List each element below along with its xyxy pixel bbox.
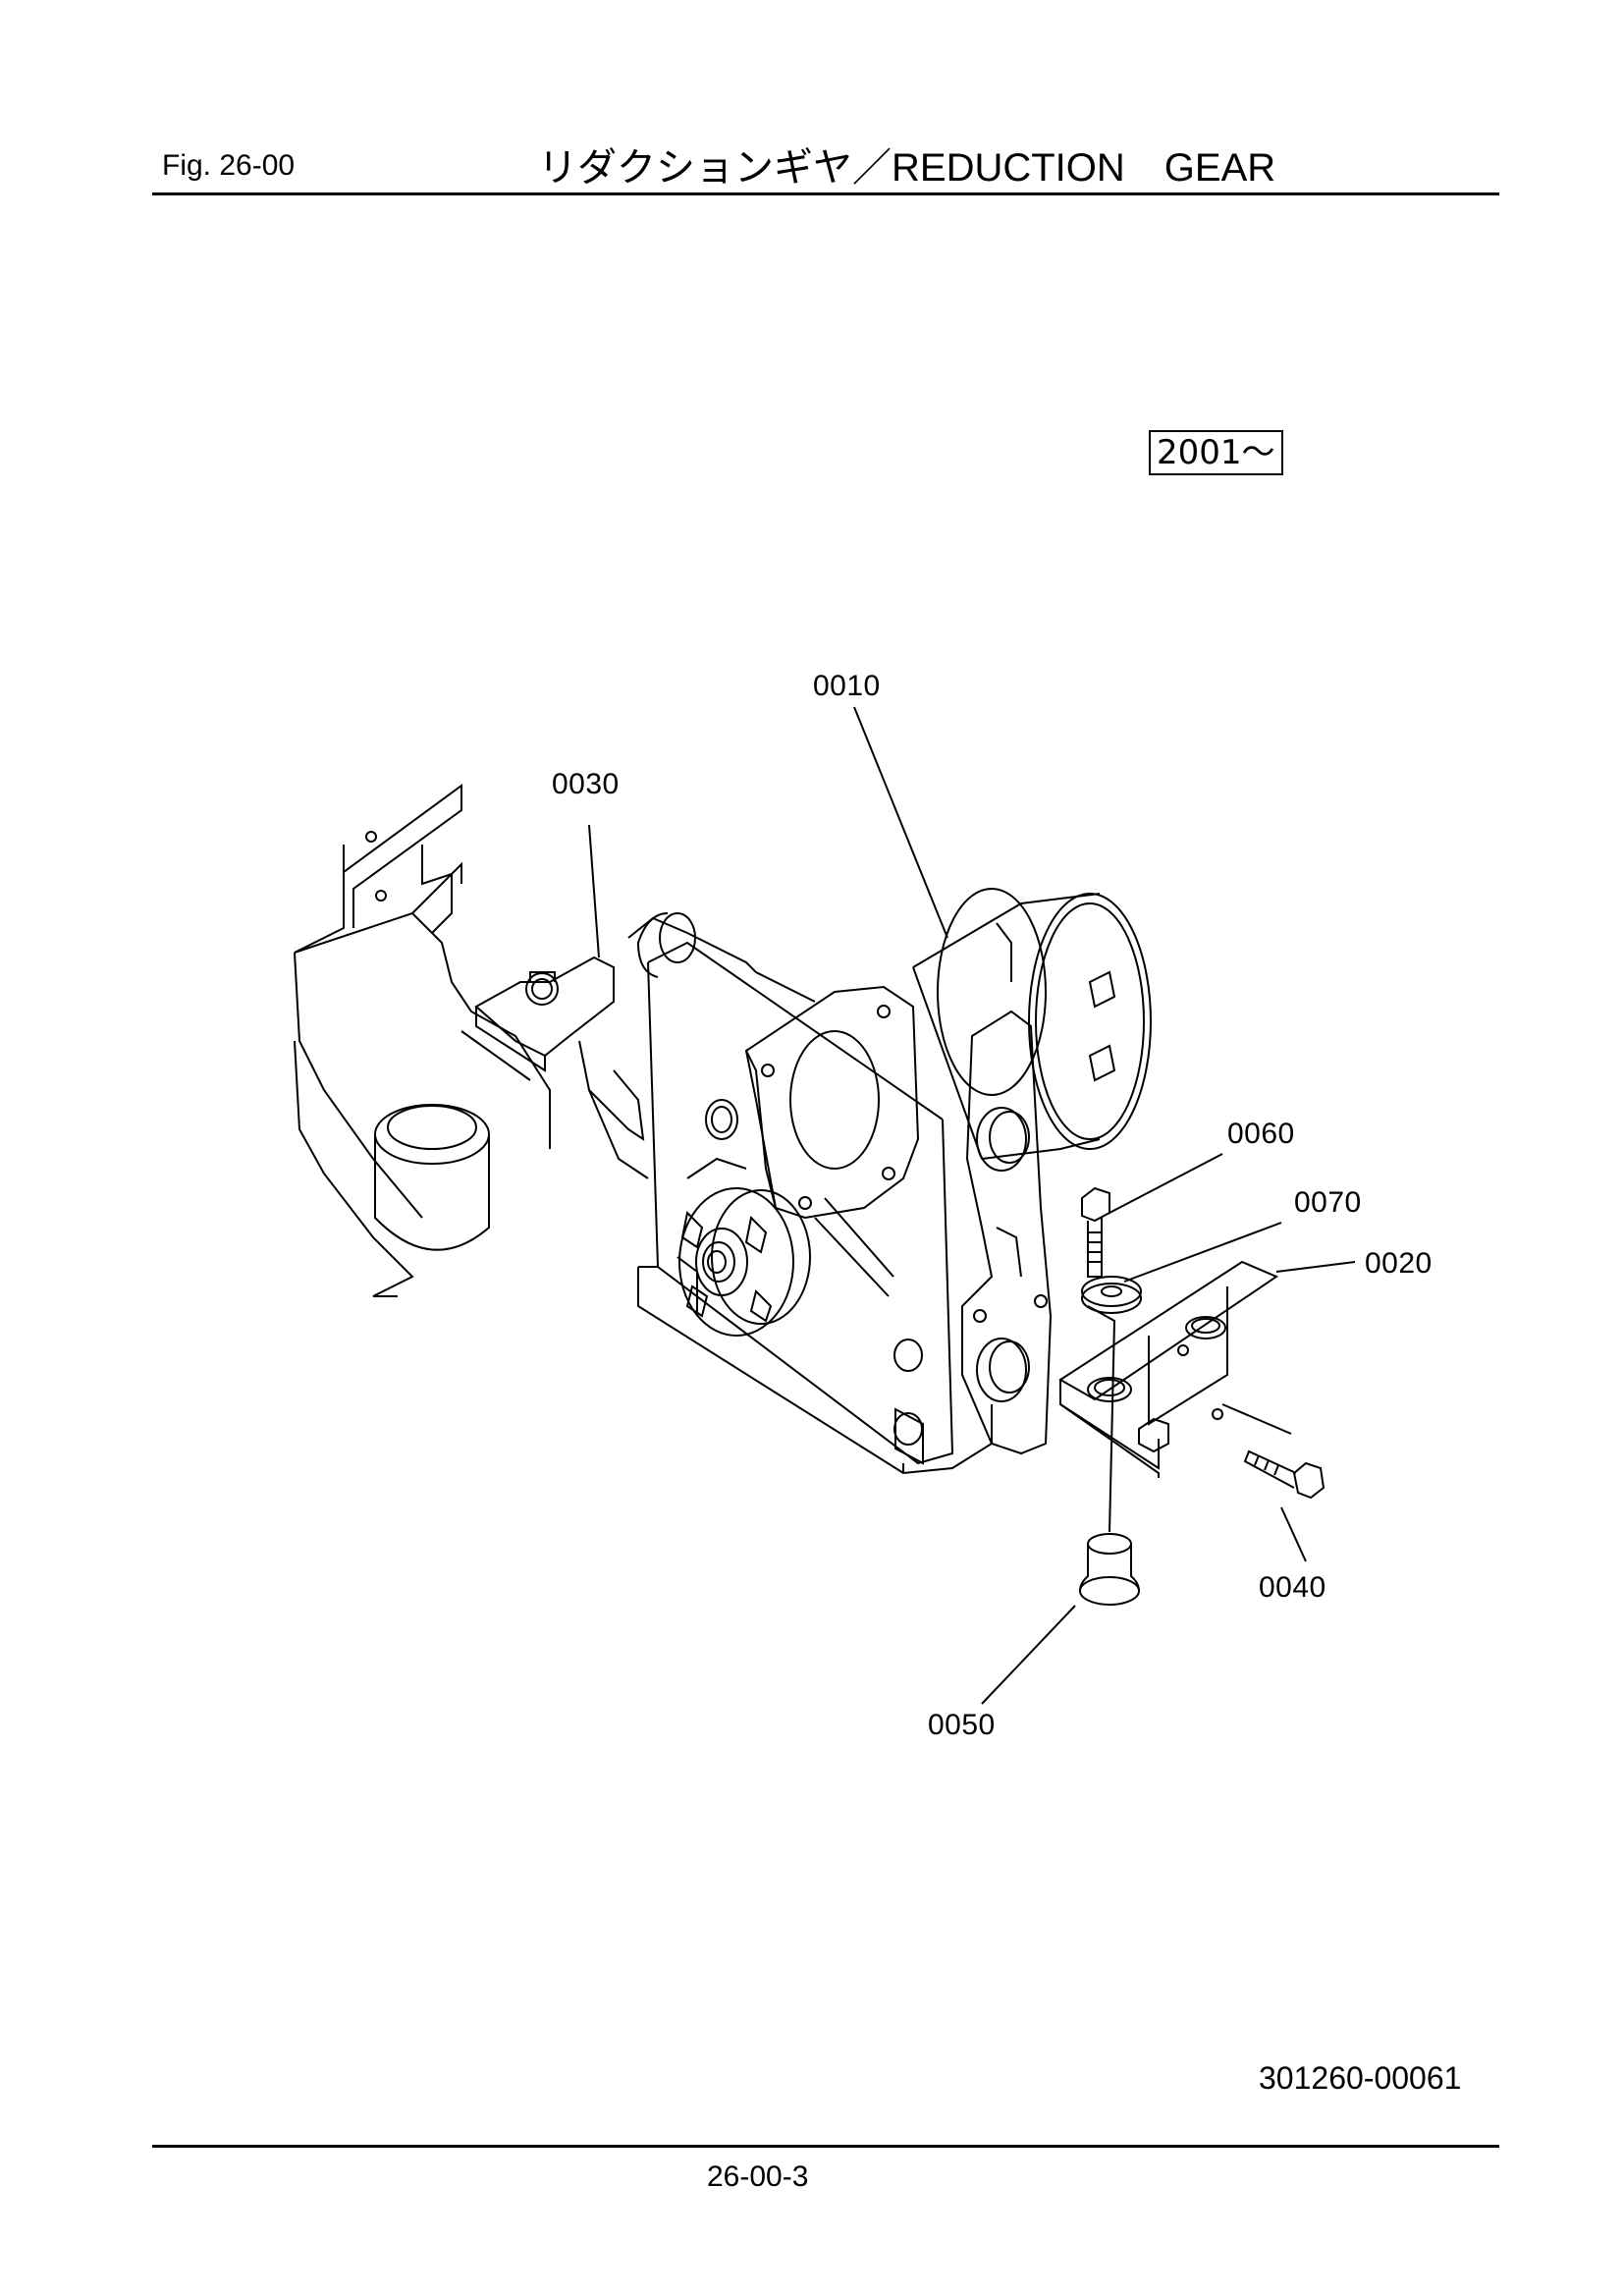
support-bracket xyxy=(1060,1262,1276,1478)
bolt-0060 xyxy=(1082,1188,1109,1277)
side-mount xyxy=(962,1011,1051,1453)
leader-lines xyxy=(589,707,1355,1704)
callout-0050: 0050 xyxy=(928,1709,996,1741)
assembly-guides xyxy=(1088,1306,1291,1532)
collar-0050 xyxy=(1080,1534,1139,1605)
frame-bracket xyxy=(295,786,550,1296)
page-title: リダクションギヤ／REDUCTION GEAR xyxy=(538,146,1276,190)
bolt-0040 xyxy=(1245,1451,1324,1498)
link-arm xyxy=(476,957,648,1178)
callout-0010: 0010 xyxy=(813,670,881,702)
callout-0020: 0020 xyxy=(1365,1247,1433,1280)
footer-divider xyxy=(152,2145,1499,2148)
callout-0070: 0070 xyxy=(1294,1186,1362,1219)
page-number: 26-00-3 xyxy=(707,2160,809,2193)
washer-0070 xyxy=(1082,1277,1141,1313)
callout-0030: 0030 xyxy=(552,768,620,800)
output-coupling xyxy=(679,1188,893,1336)
serial-range-box: 2001～ xyxy=(1149,430,1283,475)
motor-drum xyxy=(913,889,1151,1159)
callout-0040: 0040 xyxy=(1259,1571,1326,1604)
header-divider xyxy=(152,192,1499,195)
gearbox-housing xyxy=(628,913,992,1473)
callout-0060: 0060 xyxy=(1227,1118,1295,1150)
figure-label: Fig. 26-00 xyxy=(162,149,296,182)
flange-plate xyxy=(746,987,918,1218)
drawing-number: 301260-00061 xyxy=(1259,2060,1462,2096)
